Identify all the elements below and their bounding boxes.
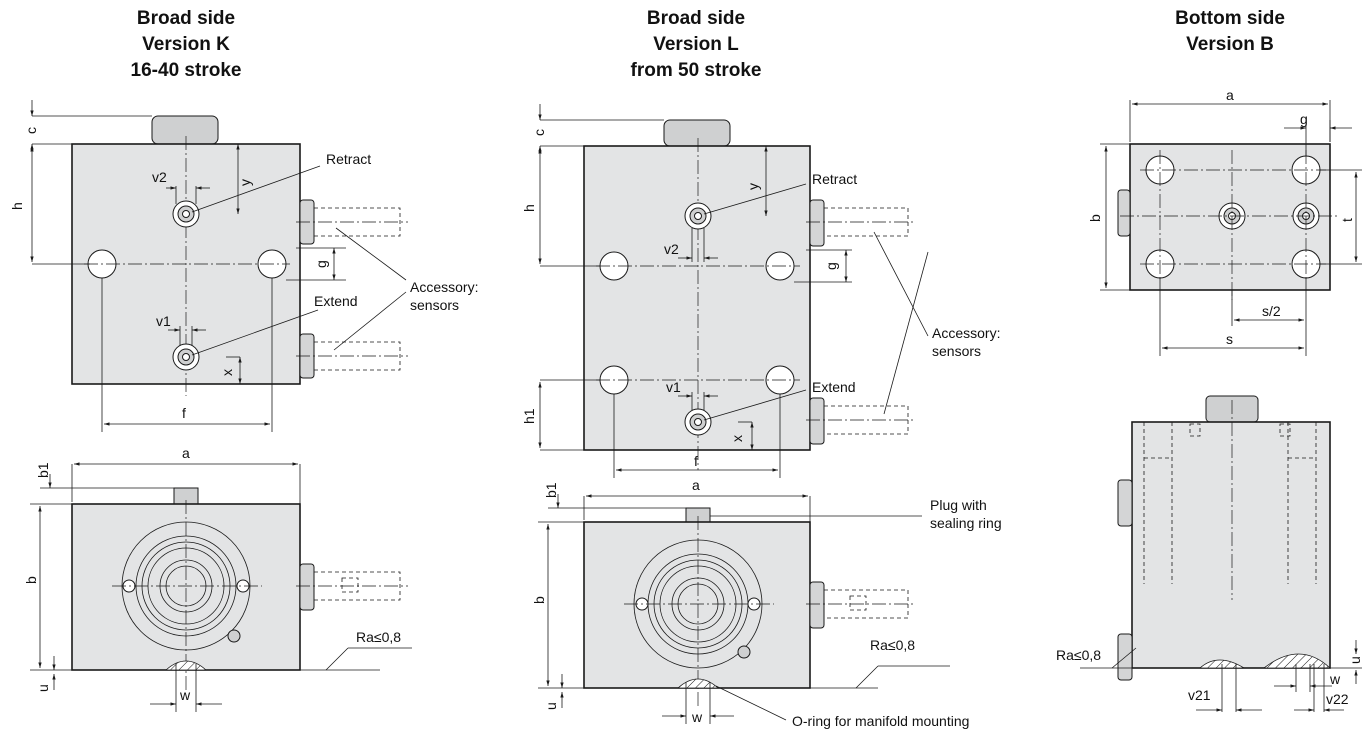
heading-b-line1: Bottom side [1175,8,1285,29]
heading-l-line1: Broad side [646,8,746,29]
version-b-side: Ra≤0,8 u w v21 v22 [1056,395,1363,712]
b-dim-g: g [1300,111,1308,127]
version-k-broad-side: c h f y x g v2 v1 Retract Extend Accesso… [9,100,478,432]
k-top-cap [151,115,219,145]
k-callout-extend: Extend [314,293,358,309]
b-dim-b: b [1087,214,1103,222]
version-k-front: a b1 b u w Ra≤0,8 [23,445,412,712]
l-dim-h1: h1 [521,408,537,424]
b-dim-v22: v22 [1326,691,1349,707]
l-dim-g: g [823,262,839,270]
l-dim-v2: v2 [664,241,679,257]
k-dim-b: b [23,576,39,584]
k-dim-v2: v2 [152,169,167,185]
k-sensor-upper [296,199,408,245]
l-dim-h: h [521,204,537,212]
l-roughness: Ra≤0,8 [870,637,915,653]
k-dim-f: f [182,405,186,421]
heading-b-line2: Version B [1186,34,1274,55]
heading-k-line2: Version K [142,34,230,55]
l-extend-port [684,408,712,436]
l-sensor-lower [806,397,916,445]
k-front-sensor [296,563,408,611]
l-body [583,145,811,451]
k-dim-b1: b1 [35,462,51,478]
k-callout-accessory-1: Accessory: [410,279,478,295]
k-callout-accessory-2: sensors [410,297,459,313]
k-dim-x: x [219,369,235,376]
l-dim-w: w [691,709,703,725]
l-callout-extend: Extend [812,379,856,395]
l-callout-plug-1: Plug with [930,497,987,513]
l-callout-retract: Retract [812,171,857,187]
heading-version-l: Broad side Version L from 50 stroke [566,6,826,84]
b-dim-v21: v21 [1188,687,1211,703]
heading-k-line1: Broad side [136,8,236,29]
b-dim-u: u [1347,656,1363,664]
l-top-cap [663,119,731,147]
l-dim-b1: b1 [543,482,559,498]
b-bore-left [1143,422,1201,584]
heading-l-line3: from 50 stroke [630,60,762,81]
k-roughness: Ra≤0,8 [356,629,401,645]
l-callout-plug-2: sealing ring [930,515,1002,531]
heading-version-k: Broad side Version K 16-40 stroke [56,6,316,84]
k-dim-u: u [35,684,51,692]
k-dim-v1: v1 [156,313,171,329]
b-side-nut [1117,189,1131,237]
l-callout-accessory-2: sensors [932,343,981,359]
b-dim-w: w [1329,671,1341,687]
heading-l-line2: Version L [653,34,739,55]
b-roughness: Ra≤0,8 [1056,647,1101,663]
b-dim-s: s [1226,331,1233,347]
version-l-broad-side: c h h1 f y x g v2 v1 Retract Extend Acce… [521,104,1000,478]
b-side-body [1131,421,1331,669]
k-retract-port [172,200,200,228]
l-callout-oring: O-ring for manifold mounting [792,713,969,729]
k-extend-port [172,343,200,371]
b-bore-right [1279,422,1317,584]
l-front-body [583,521,811,689]
l-oring-section [676,678,720,689]
l-dim-v1: v1 [666,379,681,395]
k-dim-y: y [237,179,253,186]
l-front-sensor [806,581,916,629]
b-dim-s-half: s/2 [1262,303,1281,319]
k-sensor-lower [296,333,408,379]
k-dim-w: w [179,687,191,703]
heading-k-line3: 16-40 stroke [130,60,242,81]
heading-version-b: Bottom side Version B [1100,6,1360,58]
l-sensor-upper [806,199,916,247]
l-dim-x: x [729,435,745,442]
k-dim-c: c [23,127,39,134]
version-b-bottom-side: a g b t s/2 s [1087,87,1362,356]
l-retract-port [684,202,712,230]
l-dim-u: u [543,702,559,710]
l-callout-accessory-1: Accessory: [932,325,1000,341]
l-dim-c: c [531,129,547,136]
version-l-front: a b1 b u w O-ring for manifold mounting … [531,477,1002,729]
l-dim-f: f [694,453,698,469]
l-dim-a: a [692,477,700,493]
k-dim-a: a [182,445,190,461]
k-dim-g: g [313,260,329,268]
l-dim-y: y [745,183,761,190]
l-dim-b: b [531,596,547,604]
k-dim-h: h [9,202,25,210]
b-dim-t: t [1339,218,1355,222]
b-dim-a: a [1226,87,1234,103]
k-callout-retract: Retract [326,151,371,167]
